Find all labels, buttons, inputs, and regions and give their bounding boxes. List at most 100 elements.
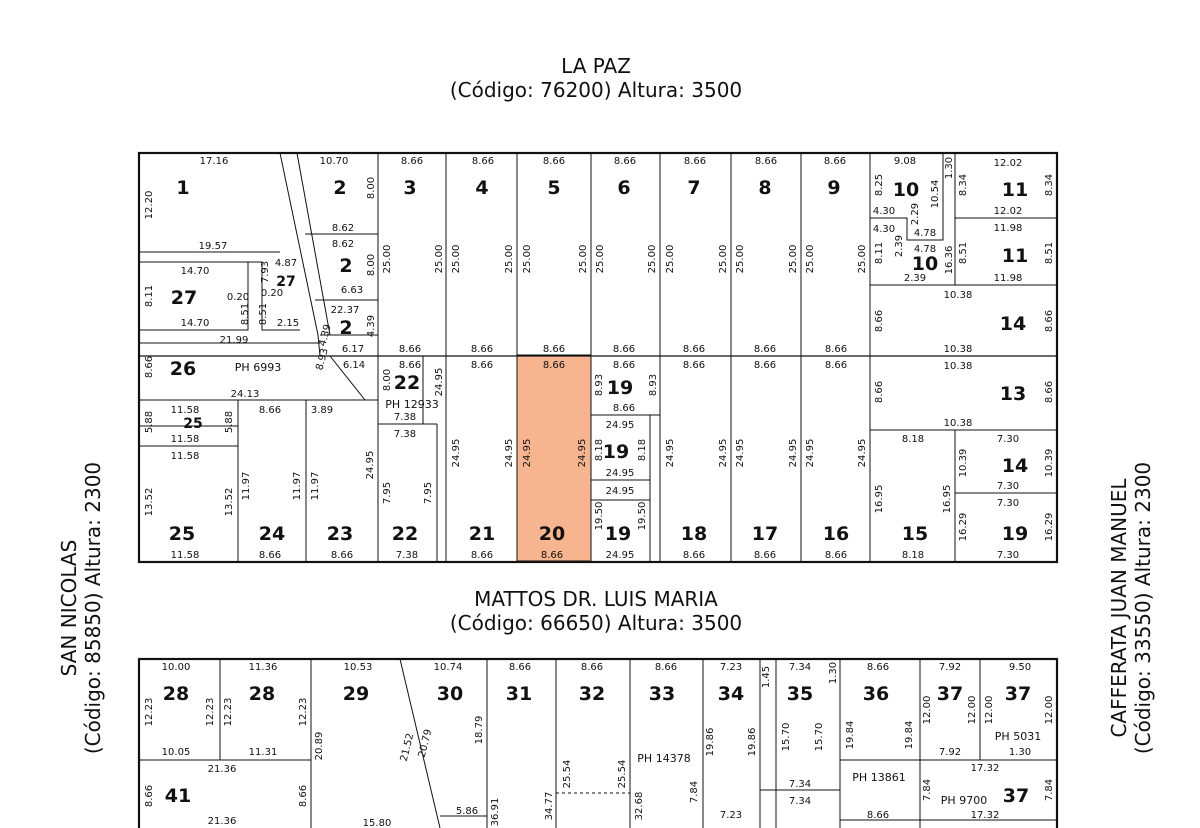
dim-label: 12.00: [922, 696, 933, 725]
lot-25-1[interactable]: 25: [169, 523, 195, 545]
dim-label: 8.66: [754, 344, 776, 355]
dim-label: 25.00: [382, 245, 393, 274]
lot-3[interactable]: 3: [403, 177, 416, 199]
lot-14-1[interactable]: 14: [1002, 455, 1028, 477]
dim-label: 8.66: [655, 662, 677, 673]
dim-label: 2.39: [894, 235, 905, 257]
dim-label: 25.00: [595, 245, 606, 274]
lot-8[interactable]: 8: [758, 177, 771, 199]
lot-6[interactable]: 6: [617, 177, 630, 199]
dim-label: 24.95: [504, 439, 515, 468]
lot-12[interactable]: 14: [1000, 313, 1026, 335]
dim-label: 1.30: [944, 157, 955, 179]
lot-10-1[interactable]: 10: [893, 179, 919, 201]
dim-label: 1.30: [828, 662, 839, 684]
lot-15[interactable]: 15: [902, 523, 928, 545]
lot-36[interactable]: 36: [863, 683, 889, 705]
dim-label: 20.79: [417, 728, 435, 758]
dim-label: 12.23: [205, 698, 216, 727]
dim-label: 7.30: [997, 481, 1019, 492]
lot-13[interactable]: 13: [1000, 383, 1026, 405]
lot-24[interactable]: 24: [259, 523, 285, 545]
lot-7[interactable]: 7: [687, 177, 700, 199]
dim-label: 25.00: [504, 245, 515, 274]
dim-label: 8.66: [399, 360, 421, 371]
dim-label: 8.18: [594, 439, 605, 461]
lot-28-1[interactable]: 28: [163, 683, 189, 705]
dim-label: 11.98: [994, 223, 1023, 234]
lot-34[interactable]: 34: [718, 683, 744, 705]
lot-2-2[interactable]: 2: [339, 255, 352, 277]
dim-label: 12.02: [994, 206, 1023, 217]
lot-23[interactable]: 23: [327, 523, 353, 545]
lot-22-2[interactable]: 22: [392, 523, 418, 545]
lot-5[interactable]: 5: [547, 177, 560, 199]
lot-11-1[interactable]: 11: [1002, 179, 1028, 201]
dim-label: 4.78: [914, 228, 936, 239]
lot-9[interactable]: 9: [827, 177, 840, 199]
dim-label: 11.31: [249, 747, 278, 758]
dim-label: 7.30: [997, 550, 1019, 561]
dim-label: 24.95: [805, 439, 816, 468]
dim-label: 8.66: [683, 360, 705, 371]
dim-label: 8.66: [874, 381, 885, 403]
lot-35-1[interactable]: 35: [787, 683, 813, 705]
lot-37-3[interactable]: 37: [1003, 785, 1029, 807]
dim-label: 24.95: [606, 468, 635, 479]
dim-label: 8.66: [874, 310, 885, 332]
dim-label: 8.66: [472, 156, 494, 167]
lot-18[interactable]: 18: [681, 523, 707, 545]
lot-21[interactable]: 21: [469, 523, 495, 545]
dim-label: 8.66: [754, 360, 776, 371]
dim-label: 8.51: [240, 303, 251, 325]
dim-label: 6.63: [341, 285, 363, 296]
dim-label: 12.00: [967, 696, 978, 725]
dim-label: 9.08: [894, 156, 916, 167]
lot-14-2[interactable]: 19: [1002, 523, 1028, 545]
dim-label: 17.32: [971, 810, 1000, 821]
lot-1[interactable]: 1: [176, 177, 189, 199]
dim-label: 10.05: [162, 747, 191, 758]
dim-label: 8.66: [543, 344, 565, 355]
lot-20[interactable]: 20: [539, 523, 565, 545]
dim-label: 24.95: [718, 439, 729, 468]
dim-label: 8.51: [1044, 242, 1055, 264]
lot-26[interactable]: 26: [170, 358, 196, 380]
lot-16[interactable]: 16: [823, 523, 849, 545]
dim-label: 14.70: [181, 318, 210, 329]
lot-10-2[interactable]: 10: [912, 253, 938, 275]
lot-32[interactable]: 32: [579, 683, 605, 705]
lot-33[interactable]: 33: [649, 683, 675, 705]
dimensions-top: 17.16 10.70 8.66 8.66 8.66 8.66 8.66 8.6…: [144, 156, 1055, 561]
lot-4[interactable]: 4: [475, 177, 488, 199]
lot-2-3[interactable]: 2: [339, 317, 352, 339]
dim-label: 25.54: [617, 760, 628, 789]
lot-31[interactable]: 31: [506, 683, 532, 705]
highlighted-lot-20[interactable]: [516, 354, 592, 562]
lot-19-3[interactable]: 19: [605, 523, 631, 545]
lot-19-2[interactable]: 19: [603, 441, 629, 463]
lot-27-2[interactable]: 27: [276, 274, 295, 290]
lot-27-1[interactable]: 27: [171, 287, 197, 309]
lot-25-2[interactable]: 25: [183, 416, 202, 432]
lot-41[interactable]: 41: [165, 785, 191, 807]
dim-label: 2.39: [904, 273, 926, 284]
lot-37-2[interactable]: 37: [1005, 683, 1031, 705]
dim-label: 11.58: [171, 405, 200, 416]
dim-label: 8.66: [401, 156, 423, 167]
lot-17[interactable]: 17: [752, 523, 778, 545]
dim-label: 8.11: [874, 242, 885, 264]
lot-29[interactable]: 29: [343, 683, 369, 705]
lot-2-1[interactable]: 2: [333, 177, 346, 199]
dim-label: 19.86: [747, 728, 758, 757]
dim-label: 17.16: [200, 156, 229, 167]
lot-22-1[interactable]: 22: [394, 372, 420, 394]
dim-label: 19.84: [904, 721, 915, 750]
lot-numbers-bottom: 28 28 29 30 31 32 33 34 35 36 37 37 41 3…: [144, 662, 1055, 828]
lot-28-2[interactable]: 28: [249, 683, 275, 705]
dim-label: 8.66: [754, 550, 776, 561]
lot-11-2[interactable]: 11: [1002, 245, 1028, 267]
lot-19-1[interactable]: 19: [607, 377, 633, 399]
lot-37-1[interactable]: 37: [937, 683, 963, 705]
lot-30-1[interactable]: 30: [437, 683, 463, 705]
